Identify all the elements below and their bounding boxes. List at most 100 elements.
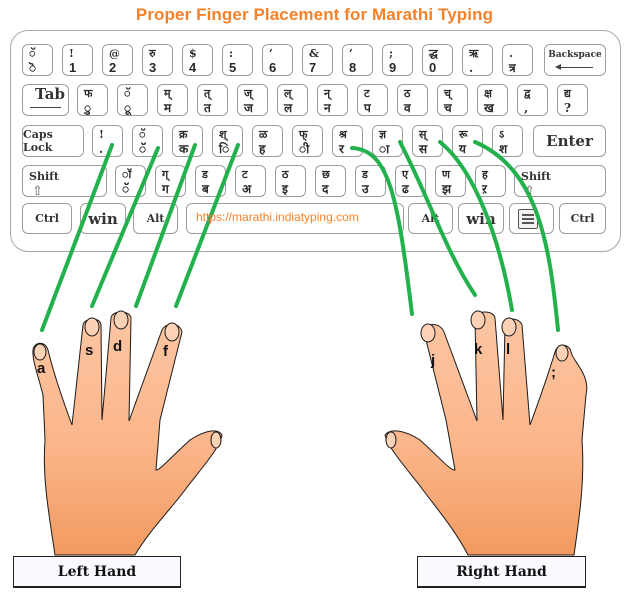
key-top-char: ह xyxy=(482,168,488,181)
left-win-key[interactable]: win xyxy=(80,203,126,234)
key-top-char: ण xyxy=(442,168,450,181)
key-top-char: ड xyxy=(202,168,208,181)
win-label: win xyxy=(88,209,118,228)
key-row3-0[interactable]: !. xyxy=(92,125,123,157)
key-bottom-char: द xyxy=(322,182,329,196)
key-row1-12[interactable]: .त्र xyxy=(502,44,533,76)
key-row2-9[interactable]: च्च xyxy=(437,84,468,116)
key-top-char: & xyxy=(309,47,319,60)
key-row3-9[interactable]: रूय xyxy=(452,125,483,157)
right-hand-label: Right Hand xyxy=(417,556,586,588)
right-win-key[interactable]: win xyxy=(458,203,504,234)
caps-lock-key[interactable]: Caps Lock xyxy=(22,125,84,157)
key-top-char: द्य xyxy=(564,87,571,100)
left-alt-key[interactable]: Alt xyxy=(133,203,178,234)
key-top-char: श्र xyxy=(339,128,347,141)
key-top-char: क्ष xyxy=(484,87,492,100)
key-row3-5[interactable]: फ्ी xyxy=(292,125,323,157)
finger-label-l: l xyxy=(506,341,511,358)
left-ctrl-key[interactable]: Ctrl xyxy=(22,203,72,234)
key-row1-5[interactable]: :5 xyxy=(222,44,253,76)
key-row4-1[interactable]: ग्ग xyxy=(155,165,186,197)
key-row1-6[interactable]: ‘6 xyxy=(262,44,293,76)
enter-key[interactable]: Enter xyxy=(533,125,606,157)
key-row2-11[interactable]: द्व, xyxy=(517,84,548,116)
right-ctrl-key[interactable]: Ctrl xyxy=(559,203,606,234)
key-bottom-char: ज xyxy=(244,101,253,115)
key-bottom-char: ऱ xyxy=(482,182,487,196)
key-top-char: ज् xyxy=(244,87,253,100)
key-row2-12[interactable]: द्य? xyxy=(557,84,588,116)
key-top-char: रु xyxy=(149,47,156,60)
website-url[interactable]: https://marathi.indiatyping.com xyxy=(196,210,359,224)
key-row3-7[interactable]: ज्ञा xyxy=(372,125,403,157)
key-top-char: ट xyxy=(364,87,370,100)
key-row1-1[interactable]: !1 xyxy=(62,44,93,76)
shift-label: Shift xyxy=(521,170,551,183)
left-hand xyxy=(32,310,223,556)
right-shift-key[interactable]: Shift⇧ xyxy=(514,165,606,199)
key-row2-4[interactable]: ज्ज xyxy=(237,84,268,116)
key-row1-0[interactable]: ॅॆ xyxy=(22,44,53,76)
key-bottom-char: ह xyxy=(259,142,266,156)
backspace-key[interactable]: Backspace xyxy=(544,44,606,76)
finger-label-a: a xyxy=(37,360,46,377)
right-alt-key[interactable]: Alt xyxy=(408,203,453,234)
key-bottom-char: इ xyxy=(282,182,288,196)
key-bottom-char: ग xyxy=(162,182,169,196)
key-bottom-char: उ xyxy=(362,182,369,196)
key-row3-1[interactable]: ॅॅ xyxy=(132,125,163,157)
finger-label-d: d xyxy=(113,338,123,355)
key-bottom-char: त xyxy=(204,101,211,115)
key-row2-1[interactable]: ॅू xyxy=(117,84,148,116)
enter-label: Enter xyxy=(546,132,593,150)
key-row1-7[interactable]: &7 xyxy=(302,44,333,76)
key-row1-11[interactable]: ऋ. xyxy=(462,44,493,76)
shift-arrow-icon: ⇧ xyxy=(32,184,43,199)
key-top-char: ॅ xyxy=(29,47,36,60)
key-bottom-char: . xyxy=(99,142,104,156)
key-row1-9[interactable]: ;9 xyxy=(382,44,413,76)
key-row2-0[interactable]: फु xyxy=(77,84,108,116)
key-row1-8[interactable]: ‘8 xyxy=(342,44,373,76)
key-row4-0[interactable]: ॉॅ xyxy=(115,165,146,197)
tab-key[interactable]: Tab xyxy=(22,84,69,116)
alt-label: Alt xyxy=(146,212,165,225)
key-row1-2[interactable]: @2 xyxy=(102,44,133,76)
left-shift-key[interactable]: Shift⇧ xyxy=(22,165,107,199)
context-menu-icon xyxy=(518,209,538,229)
key-row2-5[interactable]: ल्ल xyxy=(277,84,308,116)
key-row3-3[interactable]: श्ि xyxy=(212,125,243,157)
context-menu-key[interactable] xyxy=(509,203,554,234)
key-bottom-char: ल xyxy=(284,101,293,115)
key-bottom-char: ? xyxy=(564,101,572,115)
key-top-char: ‘ xyxy=(349,47,353,60)
key-top-char: न् xyxy=(324,87,331,100)
key-row3-8[interactable]: स्स xyxy=(412,125,443,157)
key-top-char: ळ xyxy=(259,128,268,141)
key-row1-4[interactable]: $4 xyxy=(182,44,213,76)
key-row2-3[interactable]: त्त xyxy=(197,84,228,116)
key-top-char: ऽ xyxy=(499,128,505,141)
key-top-char: @ xyxy=(109,47,120,60)
key-row2-2[interactable]: म्म xyxy=(157,84,188,116)
key-row1-3[interactable]: रु3 xyxy=(142,44,173,76)
key-row2-6[interactable]: न्न xyxy=(317,84,348,116)
key-bottom-char: ि xyxy=(219,142,230,156)
